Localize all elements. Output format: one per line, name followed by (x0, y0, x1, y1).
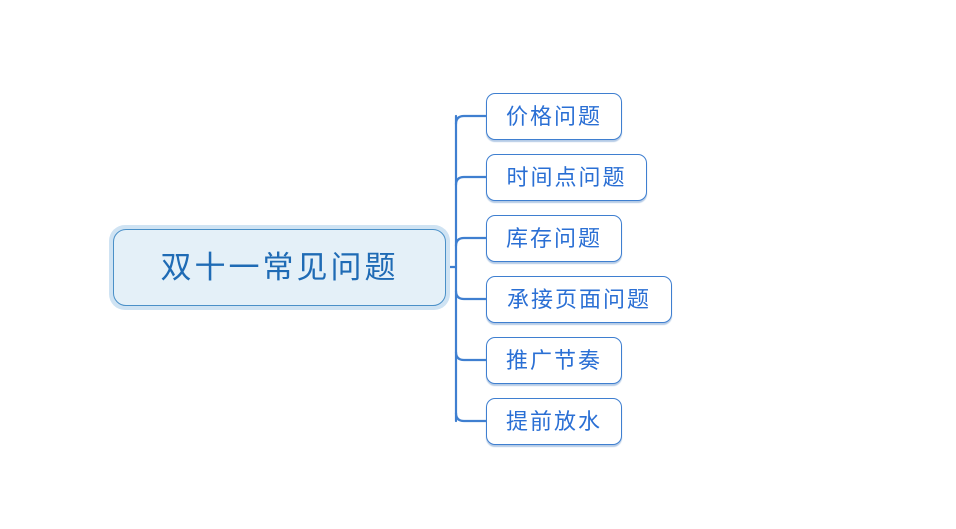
root-node[interactable]: 双十一常见问题 (109, 225, 450, 310)
child-node-label: 库存问题 (505, 225, 602, 251)
child-node-1[interactable]: 价格问题 (486, 93, 622, 140)
child-node-3[interactable]: 库存问题 (486, 215, 622, 262)
child-node-label: 承接页面问题 (506, 286, 651, 312)
child-node-label: 推广节奏 (505, 347, 602, 373)
root-node-label: 双十一常见问题 (160, 250, 399, 285)
child-node-2[interactable]: 时间点问题 (486, 154, 647, 201)
root-node-body: 双十一常见问题 (113, 229, 446, 306)
child-node-label: 价格问题 (505, 103, 602, 129)
child-node-label: 时间点问题 (506, 164, 627, 190)
child-node-4[interactable]: 承接页面问题 (486, 276, 672, 323)
child-node-5[interactable]: 推广节奏 (486, 337, 622, 384)
child-node-label: 提前放水 (505, 408, 602, 434)
child-node-6[interactable]: 提前放水 (486, 398, 622, 445)
